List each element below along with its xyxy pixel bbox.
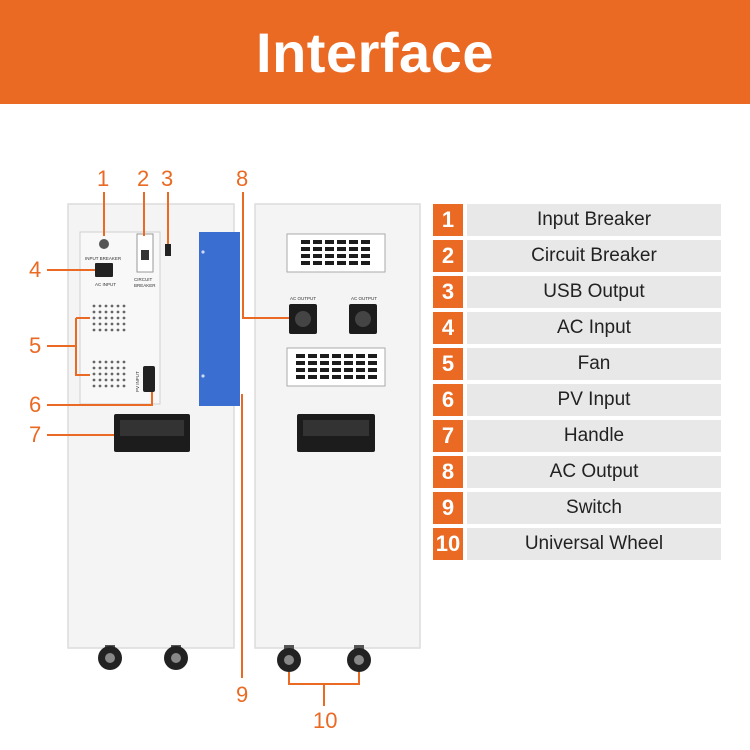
legend-row-universal-wheel: 10 Universal Wheel <box>433 528 721 560</box>
ac-output-socket-left-face <box>295 311 311 327</box>
usb-port <box>165 244 171 256</box>
ac-output-label-left: AC OUTPUT <box>290 296 316 301</box>
legend-label: Switch <box>467 492 721 524</box>
callout-9: 9 <box>236 682 249 707</box>
callout-6: 6 <box>29 392 42 417</box>
callout-line-5-vertical <box>75 318 90 376</box>
callout-4: 4 <box>29 257 42 282</box>
circuit-breaker-toggle <box>141 250 149 260</box>
legend-number: 6 <box>433 384 463 416</box>
legend-number: 3 <box>433 276 463 308</box>
legend-row-input-breaker: 1 Input Breaker <box>433 204 721 236</box>
input-breaker-knob <box>99 239 109 249</box>
left-unit: INPUT BREAKER CIRCUIT BREAKER AC INPUT P… <box>67 203 235 670</box>
ac-output-socket-right-face <box>355 311 371 327</box>
legend-number: 4 <box>433 312 463 344</box>
ac-input-label: AC INPUT <box>95 282 116 287</box>
callout-line-8 <box>242 192 289 319</box>
legend-label: Fan <box>467 348 721 380</box>
callout-1: 1 <box>97 166 110 191</box>
legend-label: Input Breaker <box>467 204 721 236</box>
legend-number: 7 <box>433 420 463 452</box>
right-vent-lower <box>286 347 386 387</box>
switch-screw-top <box>201 250 205 254</box>
right-wheel-2 <box>347 645 371 672</box>
legend-row-ac-input: 4 AC Input <box>433 312 721 344</box>
legend-row-usb-output: 3 USB Output <box>433 276 721 308</box>
callout-8: 8 <box>236 166 249 191</box>
ac-output-label-right: AC OUTPUT <box>351 296 377 301</box>
legend-label: USB Output <box>467 276 721 308</box>
right-wheel-1 <box>277 645 301 672</box>
legend-label: AC Output <box>467 456 721 488</box>
legend-number: 2 <box>433 240 463 272</box>
legend-number: 1 <box>433 204 463 236</box>
legend-label: Handle <box>467 420 721 452</box>
legend-row-handle: 7 Handle <box>433 420 721 452</box>
callout-10: 10 <box>313 708 338 733</box>
fan-grille-upper <box>92 304 126 332</box>
callout-7: 7 <box>29 422 42 447</box>
legend-label: PV Input <box>467 384 721 416</box>
legend-label: Universal Wheel <box>467 528 721 560</box>
legend-row-circuit-breaker: 2 Circuit Breaker <box>433 240 721 272</box>
pv-input-connector <box>143 366 155 392</box>
legend-row-fan: 5 Fan <box>433 348 721 380</box>
switch-screw-bottom <box>201 374 205 378</box>
page-title: Interface <box>256 20 494 84</box>
ac-input-socket <box>95 263 113 277</box>
legend-number: 9 <box>433 492 463 524</box>
legend-row-ac-output: 8 AC Output <box>433 456 721 488</box>
input-breaker-label: INPUT BREAKER <box>85 256 122 261</box>
left-wheel-2 <box>164 645 188 670</box>
right-vent-upper-slots <box>301 240 370 265</box>
right-unit: AC OUTPUT AC OUTPUT <box>254 203 421 672</box>
callout-line-10 <box>288 672 360 685</box>
right-vent-lower-slots <box>296 354 377 379</box>
callout-3: 3 <box>161 166 174 191</box>
left-handle-grip <box>120 420 184 436</box>
circuit-breaker-label-1: CIRCUIT <box>134 277 152 282</box>
left-wheel-1 <box>98 645 122 670</box>
callout-2: 2 <box>137 166 150 191</box>
pv-input-label: PV INPUT <box>135 371 140 392</box>
legend-number: 5 <box>433 348 463 380</box>
fan-grille-lower <box>92 360 126 388</box>
legend-label: Circuit Breaker <box>467 240 721 272</box>
callout-lines <box>47 192 360 706</box>
legend-number: 10 <box>433 528 463 560</box>
legend: 1 Input Breaker 2 Circuit Breaker 3 USB … <box>433 204 721 564</box>
legend-row-switch: 9 Switch <box>433 492 721 524</box>
right-handle-grip <box>303 420 369 436</box>
legend-number: 8 <box>433 456 463 488</box>
legend-row-pv-input: 6 PV Input <box>433 384 721 416</box>
legend-label: AC Input <box>467 312 721 344</box>
right-vent-upper <box>286 233 386 273</box>
header-banner: Interface <box>0 0 750 104</box>
switch-panel <box>199 232 240 406</box>
callout-line-6 <box>47 392 153 406</box>
circuit-breaker-label-2: BREAKER <box>134 283 156 288</box>
callout-5: 5 <box>29 333 42 358</box>
